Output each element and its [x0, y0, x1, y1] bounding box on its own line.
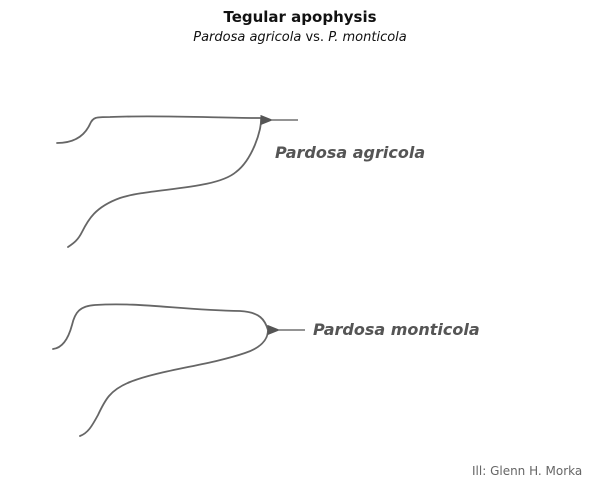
subtitle-species2: P. monticola [328, 30, 407, 45]
monticola-apophysis-outline [52, 303, 269, 437]
subtitle: Pardosa agricola vs. P. monticola [0, 30, 600, 45]
subtitle-vs: vs. [301, 30, 329, 45]
illustrator-credit: Ill: Glenn H. Morka [472, 464, 583, 478]
subtitle-species1: Pardosa agricola [193, 30, 302, 45]
page-title: Tegular apophysis [223, 8, 377, 26]
label-pardosa-agricola: Pardosa agricola [275, 143, 426, 162]
label-pardosa-monticola: Pardosa monticola [313, 320, 480, 339]
agricola-apophysis-outline [56, 115, 262, 248]
